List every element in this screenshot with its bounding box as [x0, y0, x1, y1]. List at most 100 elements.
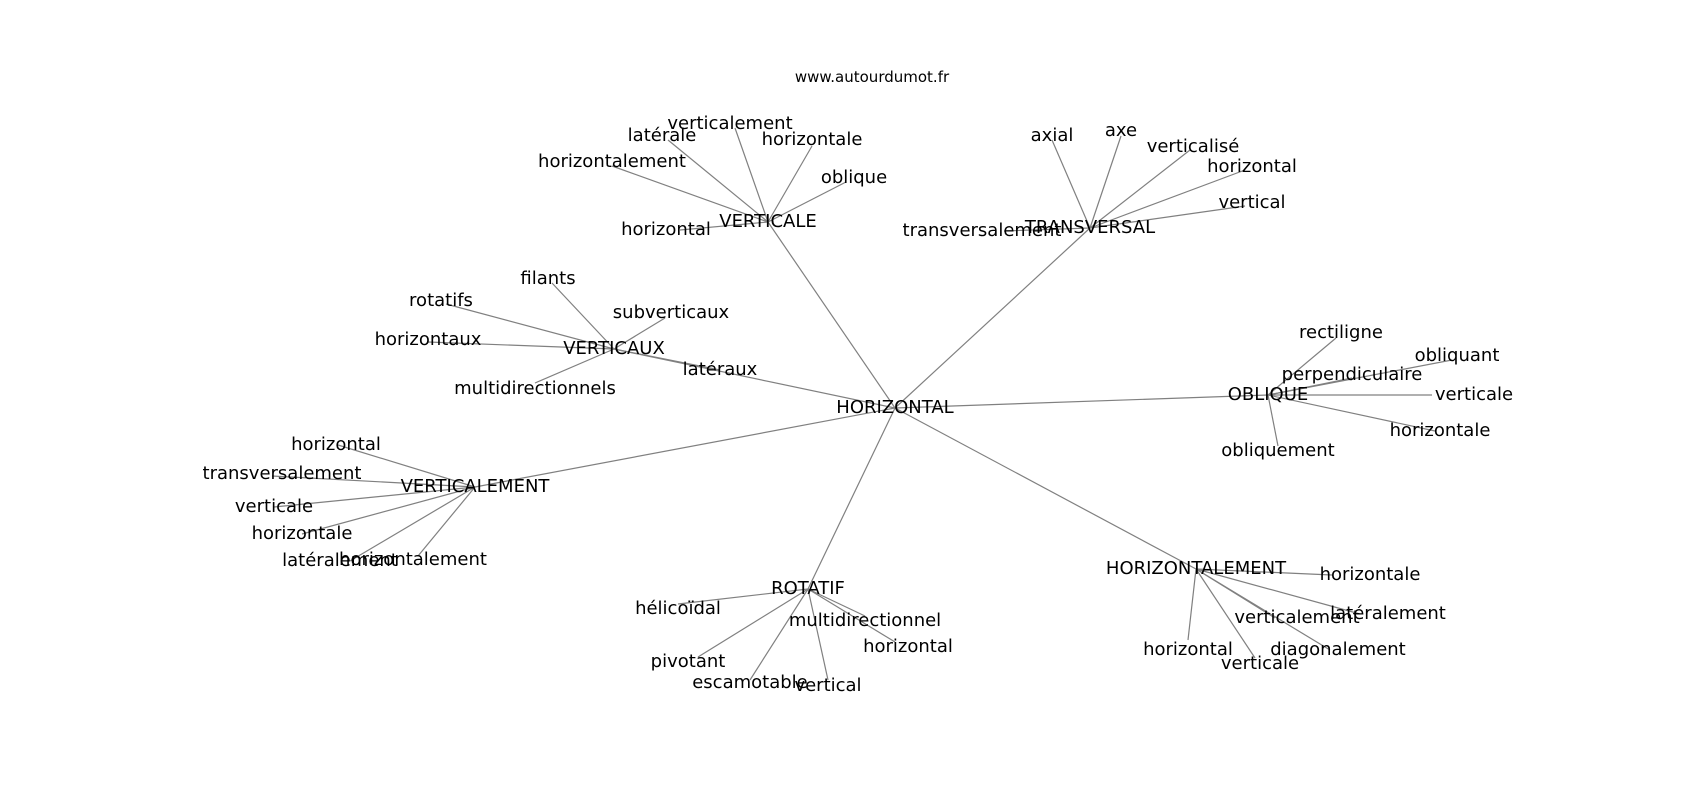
word-node-transversal-3[interactable]: horizontal: [1207, 156, 1297, 177]
edge-oblique-0: [1267, 337, 1337, 396]
word-node-horizontalement-4[interactable]: horizontal: [1143, 639, 1233, 660]
word-node-horizontalement-5[interactable]: verticale: [1221, 653, 1299, 674]
word-node-verticale-5[interactable]: horizontal: [621, 219, 711, 240]
group-node-verticalement[interactable]: VERTICALEMENT: [401, 476, 551, 497]
word-node-verticalement-3[interactable]: horizontale: [252, 523, 353, 544]
word-node-rotatif-4[interactable]: escamotable: [692, 672, 808, 693]
edge-rotatif-1: [807, 588, 866, 617]
edge-verticaux-0: [551, 282, 615, 350]
word-node-verticale-3[interactable]: horizontalement: [538, 151, 686, 172]
word-node-horizontalement-1[interactable]: latéralement: [1330, 603, 1446, 624]
edge-center-verticale: [767, 221, 896, 409]
group-node-horizontalement[interactable]: HORIZONTALEMENT: [1106, 558, 1287, 579]
edge-center-horizontalement: [894, 407, 1197, 570]
edge-verticaux-4: [613, 348, 721, 371]
edge-center-transversal: [894, 227, 1091, 409]
word-node-verticaux-5[interactable]: multidirectionnels: [454, 378, 616, 399]
word-node-oblique-0[interactable]: rectiligne: [1299, 322, 1383, 343]
edge-rotatif-5: [807, 588, 829, 681]
word-node-rotatif-3[interactable]: pivotant: [651, 651, 726, 672]
word-node-verticalement-1[interactable]: transversalement: [203, 463, 362, 484]
word-node-oblique-4[interactable]: horizontale: [1390, 420, 1491, 441]
edge-verticalement-5: [417, 486, 476, 557]
edge-transversal-2: [1089, 149, 1191, 229]
center-node-label[interactable]: HORIZONTAL: [836, 397, 953, 418]
edge-center-verticalement: [474, 407, 896, 488]
word-node-oblique-5[interactable]: obliquement: [1221, 440, 1334, 461]
word-node-rotatif-0[interactable]: hélicoïdal: [635, 598, 721, 619]
word-node-verticaux-4[interactable]: latéraux: [683, 359, 758, 380]
edge-rotatif-3: [697, 588, 809, 658]
word-node-verticale-0[interactable]: verticalement: [667, 113, 792, 134]
edge-center-oblique: [894, 394, 1269, 409]
graph-labels: HORIZONTALVERTICALEverticalementlatérale…: [203, 113, 1514, 696]
word-node-oblique-1[interactable]: obliquant: [1415, 345, 1500, 366]
word-node-rotatif-5[interactable]: vertical: [794, 675, 861, 696]
word-node-verticaux-0[interactable]: filants: [520, 268, 575, 289]
word-node-verticale-1[interactable]: latérale: [628, 125, 697, 146]
edge-verticale-4: [767, 181, 847, 223]
edge-rotatif-0: [677, 588, 809, 605]
edge-verticalement-2: [273, 486, 476, 508]
edge-verticalement-3: [301, 486, 476, 535]
word-node-transversal-5[interactable]: transversalement: [903, 220, 1062, 241]
edge-verticale-1: [667, 139, 769, 223]
edge-horizontalement-5: [1195, 568, 1256, 659]
edge-center-rotatif: [807, 407, 896, 590]
edge-verticalement-4: [349, 486, 476, 562]
word-node-rotatif-2[interactable]: horizontal: [863, 636, 953, 657]
edge-transversal-4: [1089, 205, 1246, 229]
edge-verticaux-3: [427, 341, 615, 350]
word-node-verticalement-4[interactable]: latéralement: [282, 550, 398, 571]
word-node-rotatif-1[interactable]: multidirectionnel: [789, 610, 941, 631]
edge-transversal-3: [1089, 169, 1246, 229]
word-node-transversal-2[interactable]: verticalisé: [1147, 136, 1240, 157]
word-node-horizontalement-0[interactable]: horizontale: [1320, 564, 1421, 585]
edge-verticale-5: [679, 221, 769, 231]
group-node-verticaux[interactable]: VERTICAUX: [563, 338, 665, 359]
word-node-transversal-0[interactable]: axial: [1031, 125, 1074, 146]
word-node-verticaux-2[interactable]: subverticaux: [613, 302, 730, 323]
word-node-oblique-2[interactable]: perpendiculaire: [1282, 364, 1423, 385]
edge-rotatif-2: [807, 588, 896, 643]
word-node-horizontalement-2[interactable]: verticalement: [1234, 607, 1359, 628]
group-node-oblique[interactable]: OBLIQUE: [1228, 384, 1309, 405]
edge-horizontalement-3: [1195, 568, 1331, 651]
word-node-horizontalement-3[interactable]: diagonalement: [1270, 639, 1405, 660]
edge-verticale-2: [767, 145, 813, 223]
edge-horizontalement-1: [1195, 568, 1361, 615]
edge-verticaux-1: [445, 303, 615, 350]
word-node-verticalement-0[interactable]: horizontal: [291, 434, 381, 455]
group-node-rotatif[interactable]: ROTATIF: [771, 578, 845, 599]
word-node-verticalement-2[interactable]: verticale: [235, 496, 313, 517]
edge-oblique-5: [1267, 394, 1279, 447]
edge-oblique-4: [1267, 394, 1436, 432]
word-node-verticaux-1[interactable]: rotatifs: [409, 290, 473, 311]
edge-transversal-5: [1003, 227, 1091, 232]
edge-verticale-0: [734, 127, 769, 223]
graph-edges: [271, 127, 1453, 681]
edge-verticalement-0: [337, 444, 476, 488]
edge-rotatif-4: [749, 588, 809, 681]
word-node-verticale-2[interactable]: horizontale: [762, 129, 863, 150]
word-node-verticalement-5[interactable]: horizontalement: [339, 549, 487, 570]
edge-verticaux-5: [534, 348, 615, 384]
word-node-verticaux-3[interactable]: horizontaux: [375, 329, 482, 350]
word-node-verticale-4[interactable]: oblique: [821, 167, 887, 188]
word-node-transversal-4[interactable]: vertical: [1218, 192, 1285, 213]
edge-verticalement-1: [271, 475, 476, 488]
edge-horizontalement-4: [1187, 568, 1197, 641]
edge-transversal-1: [1089, 135, 1122, 229]
edge-verticaux-2: [613, 317, 666, 350]
site-url: www.autourdumot.fr: [795, 68, 950, 86]
word-node-transversal-1[interactable]: axe: [1105, 120, 1137, 141]
edge-horizontalement-0: [1195, 568, 1333, 576]
edge-oblique-2: [1267, 377, 1353, 396]
edge-verticale-3: [611, 165, 769, 223]
word-node-oblique-3[interactable]: verticale: [1435, 384, 1513, 405]
group-node-transversal[interactable]: TRANSVERSAL: [1024, 217, 1155, 238]
group-node-verticale[interactable]: VERTICALE: [719, 211, 816, 232]
edge-transversal-0: [1051, 139, 1091, 229]
